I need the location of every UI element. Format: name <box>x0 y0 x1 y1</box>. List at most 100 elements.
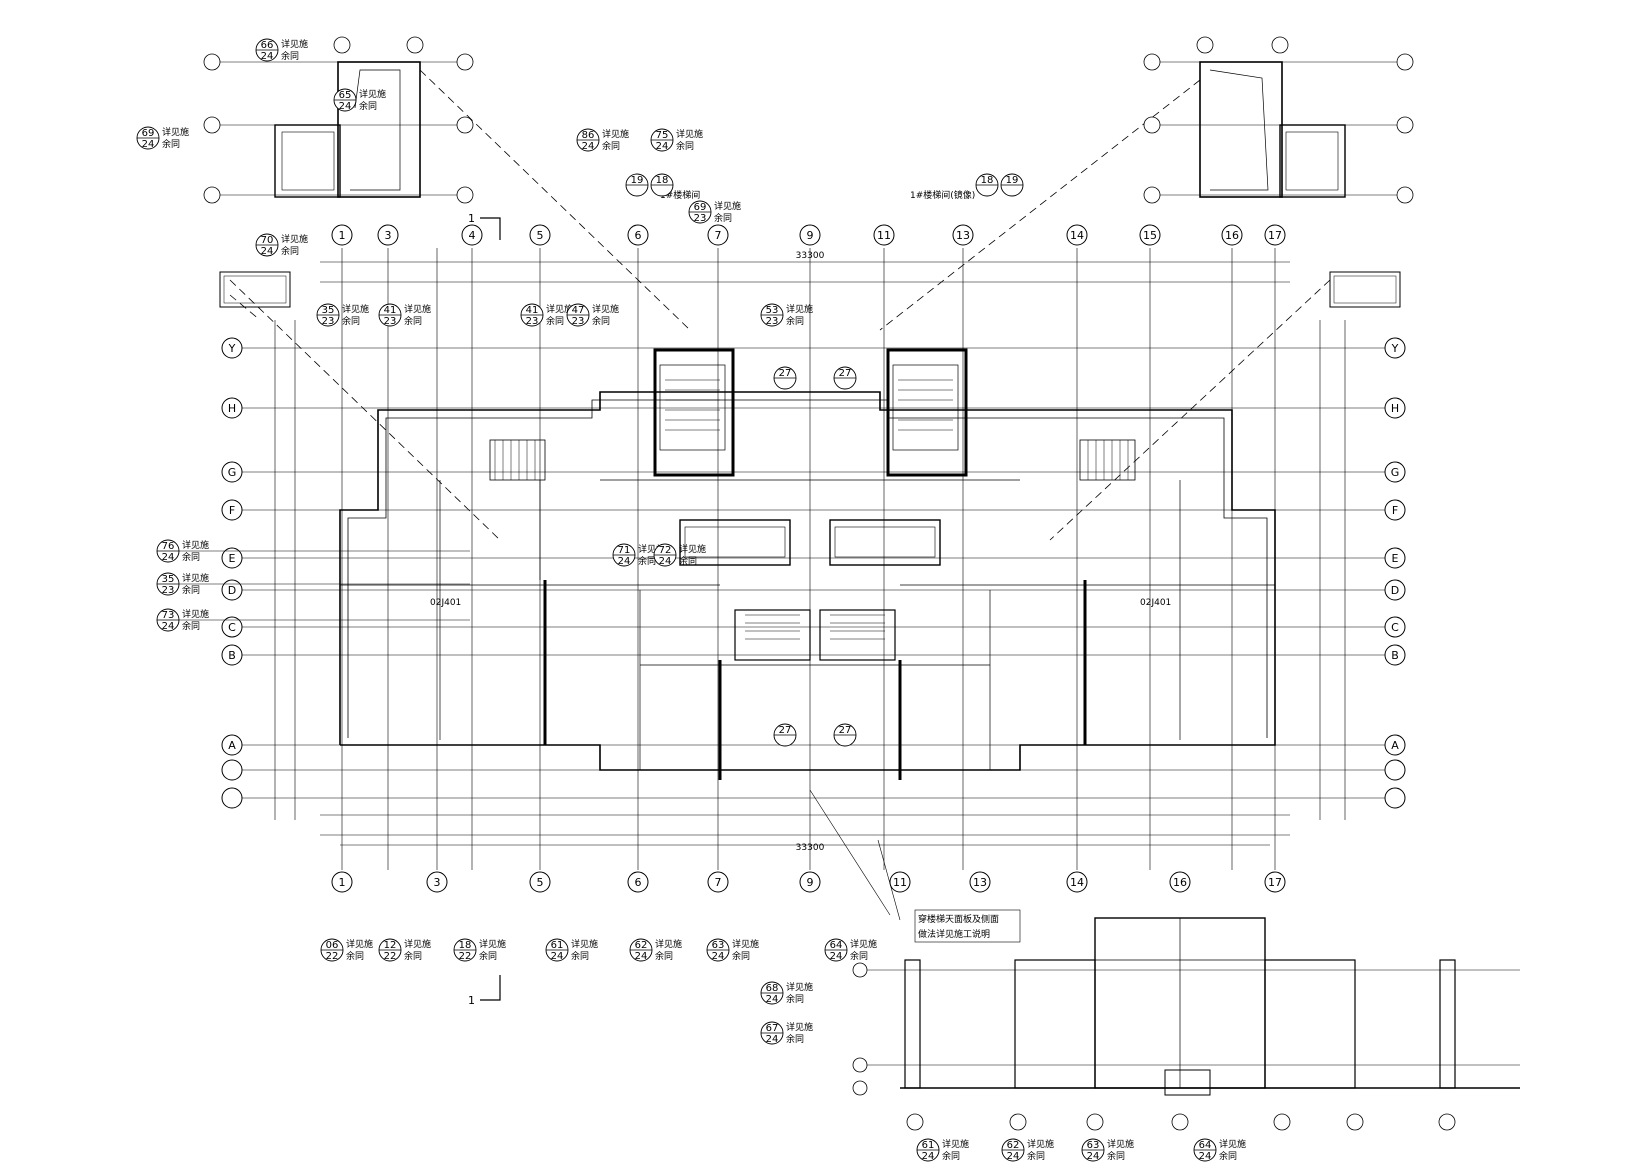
ref-bubble-bottom-4-label: 详见施 <box>655 938 682 950</box>
axis-bubbles-sides <box>221 337 1406 809</box>
stair-ref-right-2: 19 <box>1000 173 1024 197</box>
ref-bubble-lr-4-label: 详见施 <box>1107 1138 1134 1150</box>
ref-bubble-left-inset-70-label: 详见施 <box>281 233 308 245</box>
ref-bubble-left-inset-65-label: 详见施 <box>359 88 386 100</box>
ref-bubble-bottom-4-sheet: 24 <box>635 951 648 962</box>
ref-bubble-mid-75-sheet: 24 <box>656 141 669 152</box>
ref-bubble-left-inset-66-sheet: 24 <box>261 51 274 62</box>
ref-bubble-lr-1-label: 详见施 <box>786 1021 813 1033</box>
ref-bubble-bottom-6-label-2: 余同 <box>850 950 868 962</box>
axis-labels-top: 1 3 4 5 6 7 9 11 13 14 15 16 17 <box>339 229 1283 242</box>
ref-bubble-bottom-6-sheet: 24 <box>830 951 843 962</box>
svg-text:G: G <box>228 466 237 479</box>
ref-bubble-left-0-number: 76 <box>162 541 175 552</box>
ref-bubble-left-inset-69-label: 详见施 <box>162 126 189 138</box>
ref-bubble-bottom-6-label: 详见施 <box>850 938 877 950</box>
ref-bubble-lr-5-label: 详见施 <box>1219 1138 1246 1150</box>
ref-bubble-lr-0-sheet: 24 <box>766 994 779 1005</box>
svg-text:13: 13 <box>973 876 987 889</box>
ref-bubble-left-1-number: 35 <box>162 574 175 585</box>
ref-bubble-lr-5-label-2: 余同 <box>1219 1150 1237 1162</box>
svg-text:Y: Y <box>1391 342 1399 355</box>
ref-bubble-roof-53-sheet: 23 <box>766 316 779 327</box>
ref-bubble-bottom-0-sheet: 22 <box>326 951 339 962</box>
ref-bubble-lr-5-sheet: 24 <box>1199 1151 1212 1162</box>
ref-bubble-lr-3-label-2: 余同 <box>1027 1150 1045 1162</box>
svg-text:Y: Y <box>228 342 236 355</box>
ref-bubble-bottom-1-sheet: 22 <box>384 951 397 962</box>
ref-bubble-left-inset-65-label-2: 余同 <box>359 100 377 112</box>
ref-bubble-center-0-number: 71 <box>618 545 631 556</box>
ref-bubble-center-0-label-2: 余同 <box>638 555 656 567</box>
section-mark-top: 1 <box>468 212 501 240</box>
svg-text:H: H <box>1391 402 1399 415</box>
ref-bubble-lr-4-number: 63 <box>1087 1140 1100 1151</box>
ref-bubble-bottom-2-label: 详见施 <box>479 938 506 950</box>
ref-bubble-mid-75-number: 75 <box>656 130 669 141</box>
ref-bubble-bottom-1-label-2: 余同 <box>404 950 422 962</box>
stair-ref-27-0: 27 <box>773 366 797 390</box>
ref-bubble-lr-4-sheet: 24 <box>1087 1151 1100 1162</box>
ref-bubble-mid-86-number: 86 <box>582 130 595 141</box>
svg-text:E: E <box>1392 552 1399 565</box>
svg-text:6: 6 <box>635 876 642 889</box>
ref-bubble-lr-3-label: 详见施 <box>1027 1138 1054 1150</box>
ref-bubble-roof-41a-label-2: 余同 <box>404 315 422 327</box>
ref-bubble-left-inset-65-number: 65 <box>339 90 352 101</box>
ref-bubble-bottom-6-number: 64 <box>830 940 843 951</box>
ref-bubble-left-inset-69-number: 69 <box>142 128 155 139</box>
callout-line-1: 穿楼梯天面板及侧面 <box>918 913 999 925</box>
stair-ref-27-0-number: 27 <box>779 368 792 379</box>
ref-bubble-mid-75-label: 详见施 <box>676 128 703 140</box>
svg-text:14: 14 <box>1070 876 1084 889</box>
lower-right-elevation <box>809 789 1520 1131</box>
svg-text:9: 9 <box>807 229 814 242</box>
ref-bubble-left-0-label: 详见施 <box>182 539 209 551</box>
dim-total-bottom: 33300 <box>796 843 825 853</box>
ref-bubble-roof-53-number: 53 <box>766 305 779 316</box>
ref-bubble-bottom-5-number: 63 <box>712 940 725 951</box>
ref-bubble-bottom-2-sheet: 22 <box>459 951 472 962</box>
ref-bubble-center-1-number: 72 <box>659 545 672 556</box>
stair-ref-27-3-number: 27 <box>839 725 852 736</box>
svg-text:G: G <box>1391 466 1400 479</box>
ref-bubble-center-1-label: 详见施 <box>679 543 706 555</box>
ref-bubble-roof-47-sheet: 23 <box>572 316 585 327</box>
ref-bubble-left-inset-66-label-2: 余同 <box>281 50 299 62</box>
building-outline <box>339 348 1276 780</box>
svg-text:3: 3 <box>434 876 441 889</box>
ref-bubble-lr-2-label: 详见施 <box>942 1138 969 1150</box>
svg-text:B: B <box>228 649 236 662</box>
svg-text:16: 16 <box>1225 229 1239 242</box>
svg-text:H: H <box>228 402 236 415</box>
ref-bubble-left-inset-69-sheet: 24 <box>142 139 155 150</box>
ref-bubble-left-1-label: 详见施 <box>182 572 209 584</box>
ref-bubble-lr-1-sheet: 24 <box>766 1034 779 1045</box>
svg-text:15: 15 <box>1143 229 1157 242</box>
axis-bubbles-bottom <box>331 871 1286 893</box>
svg-text:F: F <box>1392 504 1398 517</box>
ref-bubble-lr-2-sheet: 24 <box>922 1151 935 1162</box>
ref-bubble-bottom-2-label-2: 余同 <box>479 950 497 962</box>
ref-bubble-left-0-label-2: 余同 <box>182 551 200 563</box>
ref-bubble-mid-69-number: 69 <box>694 202 707 213</box>
svg-text:11: 11 <box>893 876 907 889</box>
ref-bubble-lr-2-label-2: 余同 <box>942 1150 960 1162</box>
ref-bubble-bottom-1-number: 12 <box>384 940 397 951</box>
